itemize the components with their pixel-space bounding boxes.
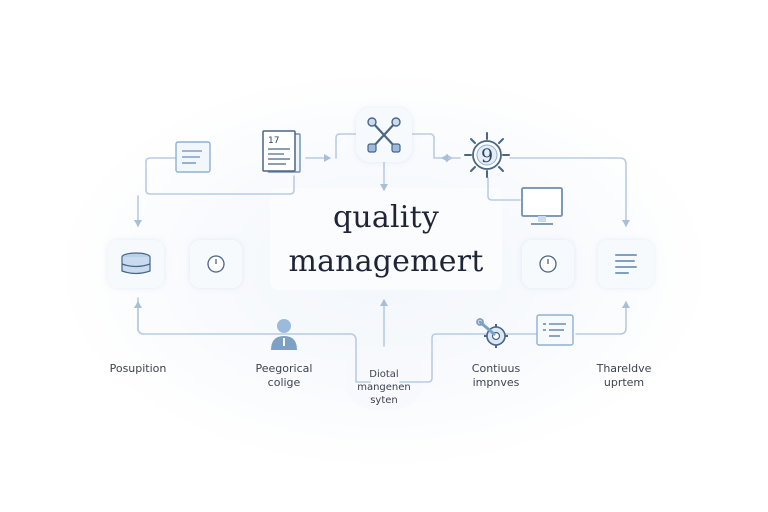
label-center: Diotal mangenen syten — [340, 368, 428, 407]
connector-right-up — [575, 301, 630, 335]
label-mid-right-line2: impnves — [472, 376, 520, 389]
clock-icon — [539, 255, 557, 273]
label-center-line2: mangenen — [357, 382, 411, 393]
clock-node-left — [190, 240, 242, 288]
connector-tools-left — [335, 133, 359, 159]
label-left: Posupition — [88, 362, 188, 376]
label-mid-right: Contiuus impnves — [446, 362, 546, 390]
center-label-panel — [345, 350, 423, 410]
label-center-line1: Diotal — [369, 369, 399, 380]
label-mid-left-line2: colige — [267, 376, 301, 389]
person-node — [266, 316, 302, 352]
label-mid-left: Peegorical colige — [234, 362, 334, 390]
title-line-2: managemert — [288, 244, 484, 279]
document-node: 17 — [258, 128, 304, 176]
monitor-node — [516, 184, 568, 228]
label-right-line2: uprtem — [603, 376, 645, 389]
text-lines-icon — [175, 141, 211, 173]
gear-symbol: 9 — [481, 145, 493, 167]
gear-node: 9 — [460, 130, 514, 180]
tools-icon — [367, 117, 401, 153]
connector-gear-right — [509, 157, 630, 227]
text-lines-node — [172, 138, 214, 176]
form-node — [534, 312, 576, 348]
person-icon — [271, 319, 297, 350]
gear-icon: 9 — [464, 132, 510, 178]
form-icon — [536, 314, 574, 346]
clock-icon — [207, 255, 225, 273]
label-mid-left-line1: Peegorical — [255, 362, 313, 375]
connector-gear-down — [487, 177, 521, 201]
label-center-line3: syten — [370, 395, 398, 406]
label-mid-right-line1: Contiuus — [471, 362, 521, 375]
connector-tools-right — [409, 133, 453, 162]
connector-right-bottom — [399, 333, 537, 383]
label-right-line1: Thareldve — [596, 362, 652, 375]
document-icon: 17 — [262, 130, 301, 173]
label-left-text: Posupition — [109, 362, 167, 375]
list-icon — [615, 254, 637, 274]
label-right: Thareldve uprtem — [574, 362, 674, 390]
wrench-gear-icon — [476, 318, 508, 348]
wrench-gear-node — [474, 316, 514, 354]
document-number: 17 — [268, 136, 279, 146]
database-node — [108, 240, 164, 288]
clock-node-right — [522, 240, 574, 288]
title-panel — [270, 188, 502, 290]
title-line-1: quality — [332, 200, 439, 235]
database-icon — [121, 252, 151, 275]
connector-topleft-loop — [145, 157, 295, 195]
tools-node — [356, 108, 412, 162]
diagram-title: quality managemert — [276, 196, 496, 284]
monitor-icon — [521, 187, 563, 225]
list-node — [598, 240, 654, 288]
